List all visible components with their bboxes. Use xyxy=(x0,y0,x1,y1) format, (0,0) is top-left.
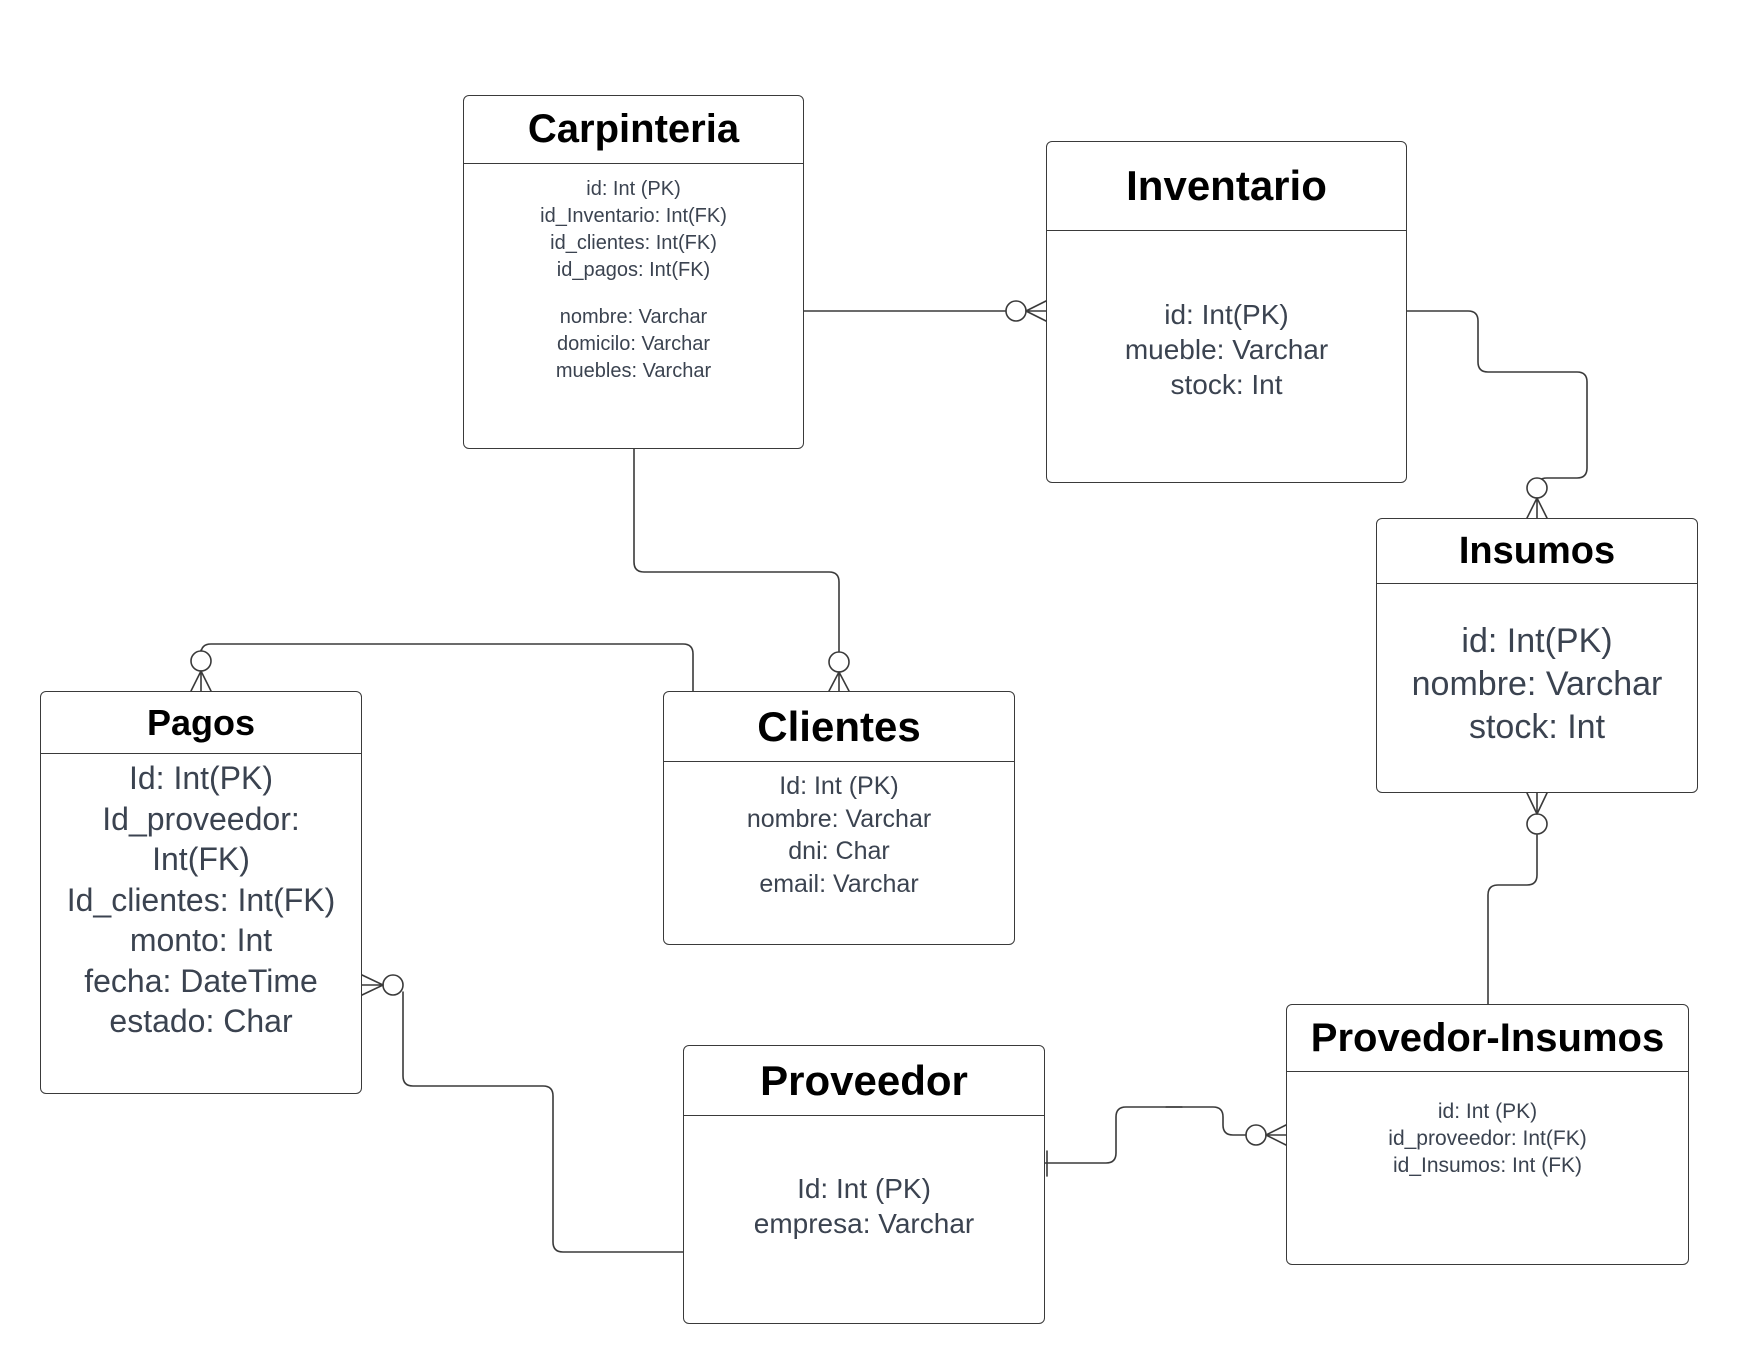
entity-clientes[interactable]: Clientes Id: Int (PK) nombre: Varchar dn… xyxy=(663,691,1015,945)
optional-circle-marker xyxy=(828,651,850,673)
attribute-row: Id: Int (PK) xyxy=(779,772,899,800)
entity-title: Inventario xyxy=(1047,142,1406,231)
connector-line xyxy=(1044,1106,1247,1164)
crows-foot-marker xyxy=(1265,1124,1287,1146)
attribute-row: nombre: Varchar xyxy=(559,306,708,328)
entity-proveedor[interactable]: Proveedor Id: Int (PK) empresa: Varchar xyxy=(683,1045,1045,1324)
attribute-row: id_clientes: Int(FK) xyxy=(550,232,717,254)
entity-inventario[interactable]: Inventario id: Int(PK) mueble: Varchar s… xyxy=(1046,141,1407,483)
attribute-row: id_proveedor: Int(FK) xyxy=(1388,1127,1587,1150)
entity-carpinteria[interactable]: Carpinteria id: Int (PK) id_Inventario: … xyxy=(463,95,804,449)
rel-clientes-pagos xyxy=(190,643,694,692)
attribute-row: Id_clientes: Int(FK) xyxy=(66,881,336,918)
optional-circle-marker xyxy=(1526,813,1548,835)
attribute-row: Id: Int(PK) xyxy=(128,760,274,796)
rel-proveedor-pagos xyxy=(361,974,684,1253)
entity-title: Pagos xyxy=(41,692,361,754)
entity-attributes: id: Int(PK) nombre: Varchar stock: Int xyxy=(1377,584,1697,749)
attribute-row: fecha: DateTime xyxy=(84,962,318,999)
entity-attributes: id: Int (PK) id_proveedor: Int(FK) id_In… xyxy=(1287,1072,1688,1179)
attribute-row: monto: Int xyxy=(129,922,273,958)
entity-title: Insumos xyxy=(1377,519,1697,584)
attribute-row: nombre: Varchar xyxy=(1411,665,1663,703)
connector-line xyxy=(402,991,684,1253)
crows-foot-marker xyxy=(1526,497,1548,519)
attribute-row: id: Int (PK) xyxy=(586,178,681,200)
entity-title: Clientes xyxy=(664,692,1014,762)
rel-inventario-insumos xyxy=(1406,310,1588,519)
crows-foot-marker xyxy=(190,670,212,692)
crows-foot-marker xyxy=(361,974,384,996)
crows-foot-marker xyxy=(828,671,850,692)
entity-attributes: Id: Int (PK) nombre: Varchar dni: Char e… xyxy=(664,762,1014,900)
entity-insumos[interactable]: Insumos id: Int(PK) nombre: Varchar stoc… xyxy=(1376,518,1698,793)
optional-circle-marker xyxy=(1005,300,1027,322)
entity-attributes: id: Int(PK) mueble: Varchar stock: Int xyxy=(1047,231,1406,402)
attribute-row: empresa: Varchar xyxy=(753,1208,975,1239)
attribute-row: muebles: Varchar xyxy=(555,360,712,382)
entity-title: Provedor-Insumos xyxy=(1287,1005,1688,1072)
attribute-row: Id_proveedor: xyxy=(102,800,300,837)
attribute-row: id_pagos: Int(FK) xyxy=(556,259,711,281)
optional-circle-marker xyxy=(1245,1124,1267,1146)
attribute-row: id: Int(PK) xyxy=(1164,299,1289,330)
attribute-row: stock: Int xyxy=(1170,369,1283,400)
entity-pagos[interactable]: Pagos Id: Int(PK) Id_proveedor: Int(FK) … xyxy=(40,691,362,1094)
entity-title: Proveedor xyxy=(684,1046,1044,1116)
attribute-row: nombre: Varchar xyxy=(746,804,932,833)
attribute-row: id: Int(PK) xyxy=(1461,622,1613,660)
entity-attributes: Id: Int (PK) empresa: Varchar xyxy=(684,1116,1044,1241)
entity-provedor-insumos[interactable]: Provedor-Insumos id: Int (PK) id_proveed… xyxy=(1286,1004,1689,1265)
attribute-row: dni: Char xyxy=(788,837,890,865)
connector-line xyxy=(1487,834,1538,1005)
rel-carpinteria-clientes xyxy=(633,448,850,692)
connector-line xyxy=(1406,310,1588,489)
crows-foot-marker xyxy=(1526,792,1548,815)
entity-title: Carpinteria xyxy=(464,96,803,164)
entity-attributes: id: Int (PK) id_Inventario: Int(FK) id_c… xyxy=(464,164,803,385)
attribute-row: mueble: Varchar xyxy=(1124,334,1329,365)
optional-circle-marker xyxy=(382,974,404,996)
optional-circle-marker xyxy=(1526,477,1548,499)
attribute-row: id_Insumos: Int (FK) xyxy=(1392,1154,1583,1177)
attribute-row: Int(FK) xyxy=(152,841,250,877)
attribute-spacer xyxy=(464,284,803,304)
rel-provedor-insumos-insumos xyxy=(1487,792,1548,1005)
attribute-row: Id: Int (PK) xyxy=(797,1173,931,1204)
connector-line xyxy=(633,448,840,653)
connector-line xyxy=(200,643,694,692)
attribute-row: estado: Char xyxy=(109,1003,293,1039)
optional-circle-marker xyxy=(190,650,212,672)
rel-proveedor-provedor-insumos xyxy=(1044,1106,1287,1177)
attribute-row: email: Varchar xyxy=(759,869,919,898)
rel-carpinteria-inventario xyxy=(803,300,1047,322)
entity-attributes: Id: Int(PK) Id_proveedor: Int(FK) Id_cli… xyxy=(41,754,361,1042)
attribute-row: domicilo: Varchar xyxy=(556,333,711,355)
attribute-row: id: Int (PK) xyxy=(1437,1100,1538,1123)
attribute-row: stock: Int xyxy=(1468,708,1606,746)
attribute-row: id_Inventario: Int(FK) xyxy=(540,205,727,227)
crows-foot-marker xyxy=(1025,300,1047,322)
